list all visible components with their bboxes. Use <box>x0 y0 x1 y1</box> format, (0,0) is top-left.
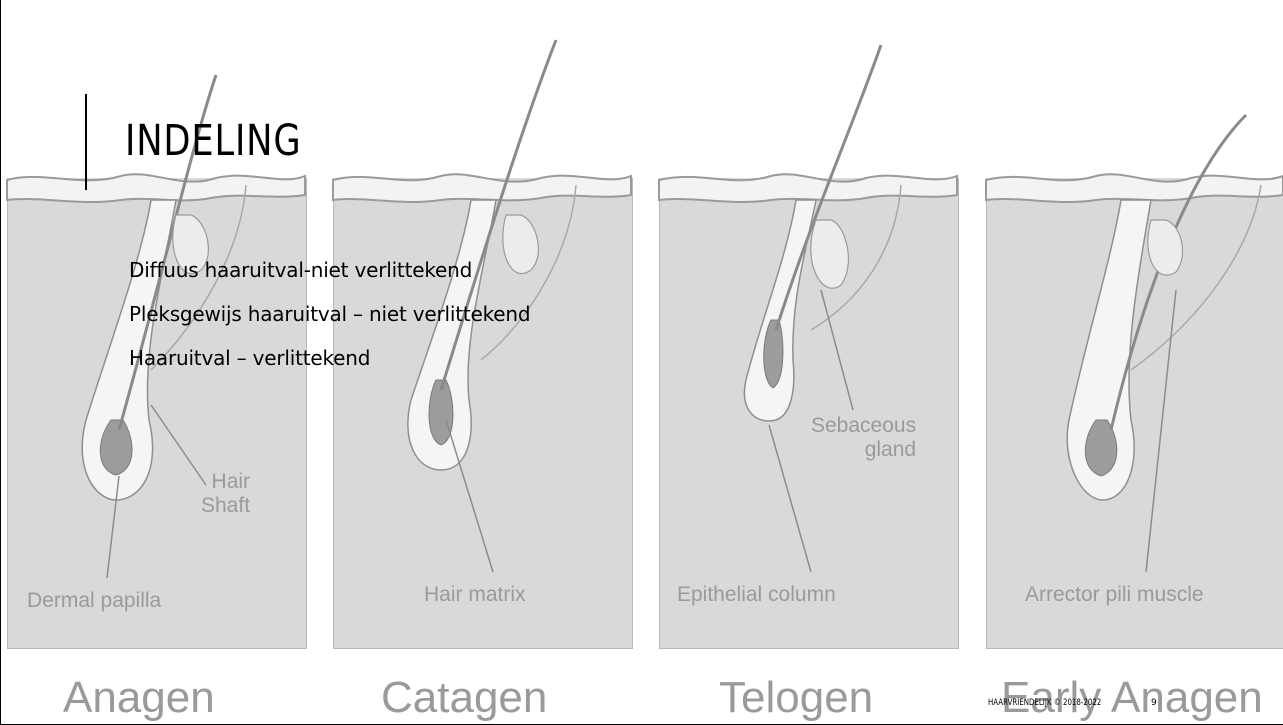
bullet-item: Haaruitval – verlittekend <box>129 344 530 388</box>
bullet-item: Diffuus haaruitval-niet verlittekend <box>129 256 530 300</box>
page-number: 9 <box>1151 698 1157 708</box>
arrector-pili-muscle-label: Arrector pili muscle <box>1025 583 1204 607</box>
hair-matrix-label: Hair matrix <box>424 583 526 607</box>
sebaceous-gland-label: Sebaceous gland <box>811 414 916 462</box>
stage-label-anagen: Anagen <box>63 676 215 720</box>
bullet-list: Diffuus haaruitval-niet verlittekend Ple… <box>129 256 530 388</box>
stage-label-catagen: Catagen <box>381 676 547 720</box>
epithelial-column-label: Epithelial column <box>677 583 836 607</box>
stage-label-telogen: Telogen <box>719 676 873 720</box>
slide-title: INDELING <box>125 116 302 166</box>
title-accent-bar <box>85 94 87 190</box>
dermal-papilla-label: Dermal papilla <box>27 589 161 613</box>
hair-shaft-label: Hair Shaft <box>201 470 250 518</box>
footer-copyright: HAARVRIENDELIJK © 2018-2022 <box>988 698 1101 708</box>
bullet-item: Pleksgewijs haaruitval – niet verlitteke… <box>129 300 530 344</box>
